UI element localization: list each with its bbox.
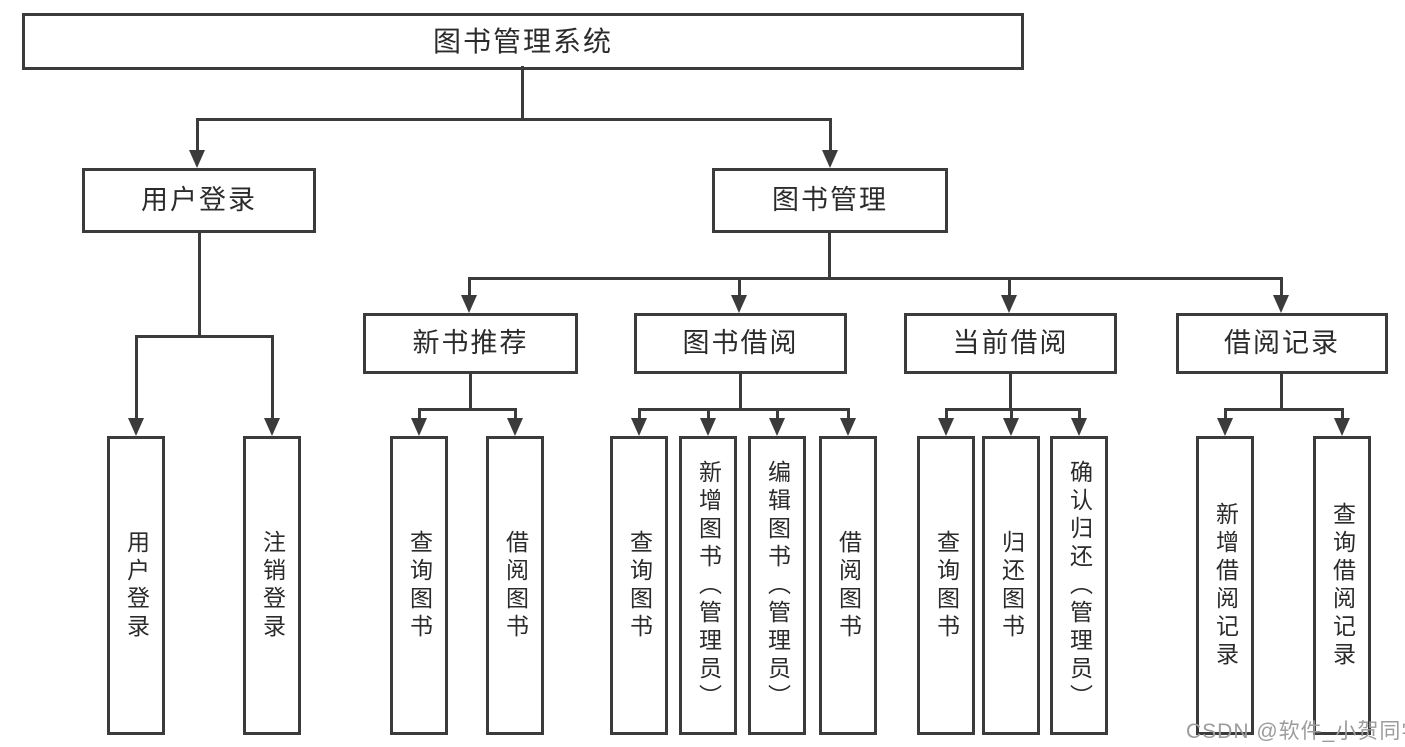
leaf-logout: 注销登录 xyxy=(243,436,301,735)
connector xyxy=(468,277,471,297)
leaf-add-borrow-record: 新增借阅记录 xyxy=(1196,436,1254,735)
connector xyxy=(521,66,524,120)
connector xyxy=(135,335,138,419)
connector xyxy=(828,233,831,277)
connector xyxy=(1078,408,1081,420)
arrowhead xyxy=(128,418,144,436)
arrowhead xyxy=(1003,418,1019,436)
connector xyxy=(707,408,710,420)
arrowhead xyxy=(769,418,785,436)
arrowhead xyxy=(189,150,205,168)
arrowhead xyxy=(507,418,523,436)
arrowhead xyxy=(1334,418,1350,436)
node-current-borrow: 当前借阅 xyxy=(904,313,1117,374)
connector xyxy=(1010,408,1013,420)
node-new-book-recommend: 新书推荐 xyxy=(363,313,578,374)
connector xyxy=(1224,408,1227,420)
leaf-query-borrow-record: 查询借阅记录 xyxy=(1313,436,1371,735)
connector xyxy=(945,408,948,420)
connector xyxy=(638,408,849,411)
arrowhead xyxy=(731,295,747,313)
connector xyxy=(198,233,201,335)
arrowhead xyxy=(631,418,647,436)
leaf-recommend-borrow-books: 借阅图书 xyxy=(486,436,544,735)
arrowhead xyxy=(411,418,427,436)
arrowhead xyxy=(461,295,477,313)
connector xyxy=(418,408,421,420)
connector xyxy=(738,277,741,297)
arrowhead xyxy=(1001,295,1017,313)
arrowhead xyxy=(840,418,856,436)
watermark: CSDN @软件_小贺同学 xyxy=(1186,720,1405,743)
connector xyxy=(1280,277,1283,297)
leaf-current-query-books: 查询图书 xyxy=(917,436,975,735)
connector xyxy=(1280,374,1283,408)
connector xyxy=(739,374,742,408)
connector xyxy=(1009,374,1012,408)
connector xyxy=(418,408,516,411)
connector xyxy=(776,408,779,420)
connector xyxy=(1341,408,1344,420)
connector xyxy=(196,118,199,152)
connector xyxy=(514,408,517,420)
arrowhead xyxy=(700,418,716,436)
leaf-confirm-return-admin: 确认归还（管理员） xyxy=(1050,436,1108,735)
arrowhead xyxy=(1273,295,1289,313)
leaf-add-books-admin: 新增图书（管理员） xyxy=(679,436,737,735)
leaf-user-login: 用户登录 xyxy=(107,436,165,735)
connector xyxy=(1008,277,1011,297)
leaf-borrow-books: 借阅图书 xyxy=(819,436,877,735)
node-book-management: 图书管理 xyxy=(712,168,948,233)
leaf-recommend-query-books: 查询图书 xyxy=(390,436,448,735)
arrowhead xyxy=(264,418,280,436)
arrowhead xyxy=(1071,418,1087,436)
connector xyxy=(469,374,472,408)
node-borrow-records: 借阅记录 xyxy=(1176,313,1388,374)
connector xyxy=(1224,408,1343,411)
leaf-return-books: 归还图书 xyxy=(982,436,1040,735)
connector xyxy=(468,277,1282,280)
connector xyxy=(847,408,850,420)
node-user-login: 用户登录 xyxy=(82,168,316,233)
connector xyxy=(135,335,274,338)
node-library-management-system: 图书管理系统 xyxy=(22,13,1024,70)
node-book-borrow: 图书借阅 xyxy=(634,313,847,374)
arrowhead xyxy=(1217,418,1233,436)
connector xyxy=(829,118,832,152)
connector xyxy=(271,335,274,419)
connector xyxy=(638,408,641,420)
connector xyxy=(196,118,832,121)
arrowhead xyxy=(938,418,954,436)
arrowhead xyxy=(822,150,838,168)
leaf-borrow-query-books: 查询图书 xyxy=(610,436,668,735)
leaf-edit-books-admin: 编辑图书（管理员） xyxy=(748,436,806,735)
